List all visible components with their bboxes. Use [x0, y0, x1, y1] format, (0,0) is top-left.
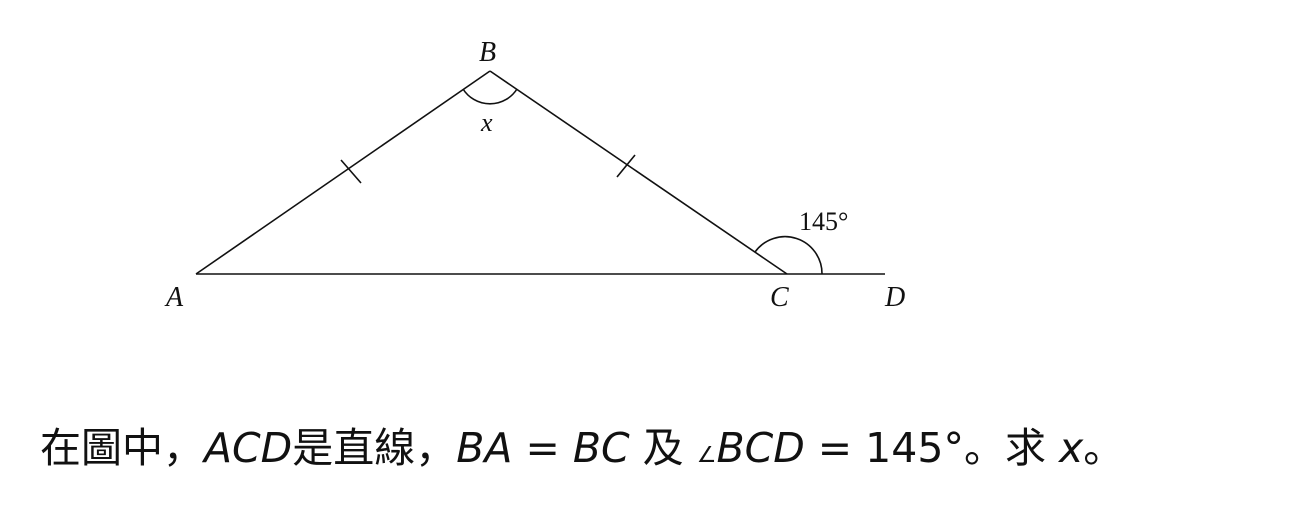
question-eq1: =: [512, 424, 573, 472]
question-x: x: [1058, 424, 1084, 472]
tick-mark-ba: [340, 159, 362, 184]
angle-label-145: 145°: [799, 207, 848, 236]
triangle-diagram: A B C D x 145°: [164, 37, 905, 313]
angle-symbol: ∠: [696, 443, 717, 468]
line-ab: [195, 70, 491, 275]
question-bcd: BCD: [716, 424, 805, 472]
question-prefix: 在圖中，: [40, 424, 204, 472]
point-label-d: D: [884, 282, 905, 313]
question-ba: BA: [456, 424, 513, 472]
question-and: 及: [629, 424, 697, 472]
question-end: 。: [1083, 424, 1125, 472]
point-label-b: B: [479, 37, 496, 68]
angle-label-x: x: [480, 108, 493, 137]
tick-mark-bc: [616, 154, 636, 178]
line-bc: [489, 70, 788, 275]
point-label-a: A: [164, 282, 184, 313]
question-bc: BC: [572, 424, 630, 472]
question-text: 在圖中，ACD是直線，BA = BC 及 ∠BCD = 145°。求 x。: [40, 420, 1124, 484]
angle-arc-b: [462, 88, 518, 105]
point-label-c: C: [770, 282, 789, 313]
question-eq2: = 145°。求: [804, 424, 1059, 472]
question-line-text: 是直線，: [292, 424, 457, 472]
angle-arc-bcd: [754, 235, 823, 275]
question-acd: ACD: [204, 424, 293, 472]
